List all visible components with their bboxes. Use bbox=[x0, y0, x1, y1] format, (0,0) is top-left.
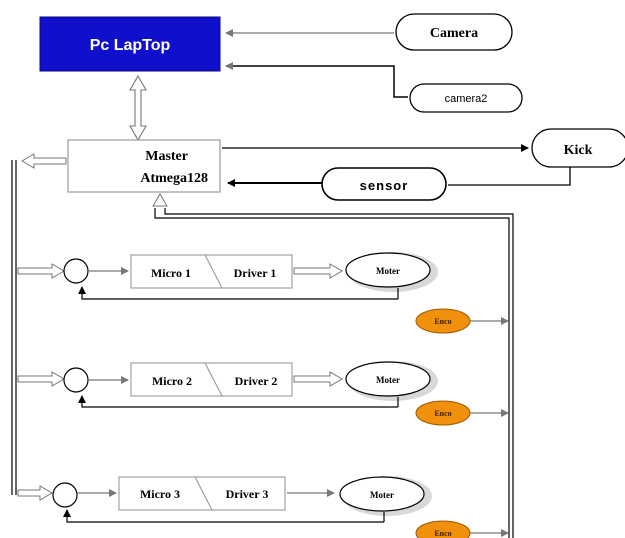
camera-label: Camera bbox=[430, 26, 478, 41]
encoder bbox=[415, 520, 471, 538]
left-bus bbox=[11, 160, 17, 495]
camera2-node: camera2 bbox=[409, 83, 523, 113]
micro-label: Micro 3 bbox=[140, 487, 180, 501]
feedback-line bbox=[63, 509, 384, 523]
micro-driver-divider bbox=[194, 476, 213, 511]
encoder bbox=[415, 400, 471, 426]
driver-label: Driver 2 bbox=[235, 374, 278, 388]
feedback-line bbox=[78, 286, 398, 300]
master-block: Master Atmega128 bbox=[67, 139, 221, 193]
driver-to-motor-arrow bbox=[293, 263, 343, 279]
motor bbox=[339, 476, 425, 512]
driver-label: Driver 3 bbox=[226, 487, 269, 501]
bus-to-junction-arrow bbox=[17, 485, 53, 501]
master-label-line2: Atmega128 bbox=[140, 171, 208, 186]
kick-to-sensor-line bbox=[448, 167, 571, 186]
encoder-label: Enco bbox=[434, 317, 451, 326]
encoder-label: Enco bbox=[434, 529, 451, 538]
summing-junction bbox=[63, 367, 89, 393]
laptop-block: Pc LapTop bbox=[39, 16, 221, 72]
channel-2: Micro 2 Driver 2 Moter Enco bbox=[17, 361, 509, 426]
bus-to-junction-arrow bbox=[17, 263, 65, 279]
feedback-line bbox=[78, 395, 398, 408]
sensor-node: sensor bbox=[321, 167, 447, 201]
micro-driver-box bbox=[130, 254, 293, 289]
camera2-to-laptop-arrow bbox=[225, 62, 408, 98]
motor-label: Moter bbox=[370, 490, 394, 500]
micro-label: Micro 1 bbox=[151, 266, 191, 280]
bus-to-master-arrow bbox=[152, 193, 168, 207]
encoder-label: Enco bbox=[434, 409, 451, 418]
kick-label: Kick bbox=[564, 143, 593, 158]
camera2-label: camera2 bbox=[445, 93, 488, 105]
summing-junction bbox=[63, 258, 89, 284]
micro-driver-divider bbox=[204, 362, 223, 397]
master-label-line1: Master bbox=[145, 149, 188, 164]
motor-label: Moter bbox=[376, 375, 400, 385]
micro-label: Micro 2 bbox=[152, 374, 192, 388]
kick-node: Kick bbox=[531, 128, 625, 168]
motor bbox=[345, 252, 431, 288]
encoder-bus bbox=[154, 208, 514, 538]
motor bbox=[345, 361, 431, 397]
laptop-master-bidirectional-arrow bbox=[129, 74, 147, 142]
driver-label: Driver 1 bbox=[234, 266, 277, 280]
laptop-label: Pc LapTop bbox=[90, 37, 171, 54]
sensor-label: sensor bbox=[360, 178, 409, 193]
motor-label: Moter bbox=[376, 266, 400, 276]
master-to-bus-arrow bbox=[21, 153, 67, 169]
channel-1: Micro 1 Driver 1 Moter Enco bbox=[17, 252, 509, 334]
bus-to-junction-arrow bbox=[17, 371, 65, 387]
camera-node: Camera bbox=[395, 13, 513, 51]
driver-to-motor-arrow bbox=[293, 371, 343, 387]
micro-driver-box bbox=[118, 476, 286, 511]
channel-3: Micro 3 Driver 3 Moter Enco bbox=[17, 476, 509, 538]
micro-driver-divider bbox=[204, 254, 223, 289]
micro-driver-box bbox=[130, 362, 293, 397]
summing-junction bbox=[52, 482, 78, 508]
encoder bbox=[415, 308, 471, 334]
